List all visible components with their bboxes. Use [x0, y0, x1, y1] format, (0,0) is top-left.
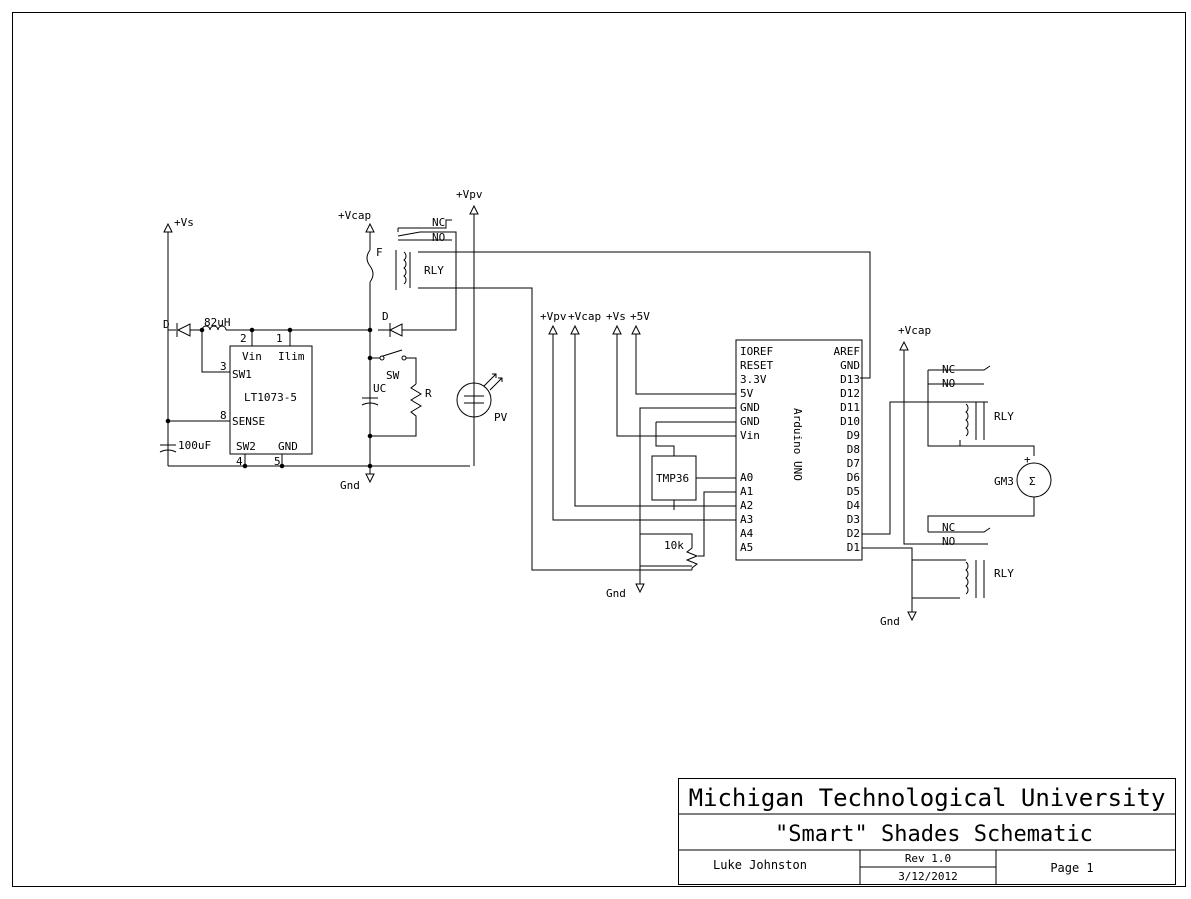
pin-num-1: 1: [276, 332, 283, 345]
author-name: Luke Johnston: [713, 858, 807, 872]
pin-num-4: 4: [236, 455, 243, 468]
vs-label-2: +Vs: [606, 310, 626, 323]
page-number: Page 1: [1050, 861, 1093, 875]
arduino-pin-left: A4: [740, 527, 754, 540]
relay-3-label: RLY: [994, 567, 1014, 580]
arduino-pin-right: D11: [840, 401, 860, 414]
vcap-label-3: +Vcap: [898, 324, 931, 337]
relay-3-nc: NC: [942, 521, 955, 534]
diode-2-label: D: [382, 310, 389, 323]
arduino-pin-left: 5V: [740, 387, 754, 400]
arduino-pin-left: A0: [740, 471, 753, 484]
arduino-label: Arduino UNO: [791, 408, 804, 481]
arduino-pin-right: D8: [847, 443, 860, 456]
arduino-pin-right: D1: [847, 541, 860, 554]
regulator-section: [159, 204, 871, 571]
motor-label: GM3: [994, 475, 1014, 488]
pin-num-2: 2: [240, 332, 247, 345]
arduino-pin-right: AREF: [834, 345, 861, 358]
v5-label: +5V: [630, 310, 650, 323]
relay-2-nc: NC: [942, 363, 955, 376]
arduino-pin-right: D5: [847, 485, 860, 498]
relay-2-no: NO: [942, 377, 955, 390]
arduino-left-pins: IOREF RESET 3.3V 5V GND GND Vin A0 A1 A2…: [740, 345, 773, 554]
motor-plus: +: [1024, 453, 1031, 466]
switch-label: SW: [386, 369, 400, 382]
arduino-pin-right: D7: [847, 457, 860, 470]
arduino-pin-right: D3: [847, 513, 860, 526]
arduino-pin-left: 3.3V: [740, 373, 767, 386]
pin-ilim-label: Ilim: [278, 350, 305, 363]
labels: +Vs +Vcap +Vpv D 82uH 100uF LT1073-5 Vin…: [163, 188, 1165, 883]
pv-label: PV: [494, 411, 508, 424]
gnd-label-3: Gnd: [880, 615, 900, 628]
relay-1-label: RLY: [424, 264, 444, 277]
motor-symbol: Σ: [1029, 475, 1036, 488]
arduino-pin-right: D6: [847, 471, 860, 484]
arduino-pin-right: D9: [847, 429, 860, 442]
gnd-label-1: Gnd: [340, 479, 360, 492]
arduino-pin-left: RESET: [740, 359, 773, 372]
title-block: [678, 778, 1176, 885]
arduino-pin-left: GND: [740, 401, 760, 414]
vcap-label-1: +Vcap: [338, 209, 371, 222]
relay-3-no: NO: [942, 535, 955, 548]
tmp36-label: TMP36: [656, 472, 689, 485]
gnd-label-2: Gnd: [606, 587, 626, 600]
inductor-label: 82uH: [204, 316, 231, 329]
sheet-border: [12, 12, 1186, 887]
fuse-label: F: [376, 246, 383, 259]
pin-num-5: 5: [274, 455, 281, 468]
pin-num-3: 3: [220, 360, 227, 373]
diode-1-label: D: [163, 318, 170, 331]
cap-100uf-label: 100uF: [178, 439, 211, 452]
revision-date: 3/12/2012: [898, 870, 958, 883]
vcap-label-2: +Vcap: [568, 310, 601, 323]
vs-label: +Vs: [174, 216, 194, 229]
pin-sw1-label: SW1: [232, 368, 252, 381]
pin-vin-label: Vin: [242, 350, 262, 363]
pot-label: 10k: [664, 539, 684, 552]
arduino-pin-left: GND: [740, 415, 760, 428]
relay-1-nc: NC: [432, 216, 445, 229]
pin-gnd-label: GND: [278, 440, 298, 453]
arduino-pin-right: D2: [847, 527, 860, 540]
arduino-pin-left: A1: [740, 485, 753, 498]
arduino-pin-right: D12: [840, 387, 860, 400]
arduino-pin-right: GND: [840, 359, 860, 372]
pin-sw2-label: SW2: [236, 440, 256, 453]
vpv-label-2: +Vpv: [540, 310, 567, 323]
pin-sense-label: SENSE: [232, 415, 265, 428]
arduino-pin-right: D13: [840, 373, 860, 386]
arduino-section: [548, 324, 988, 612]
institution-name: Michigan Technological University: [689, 784, 1166, 812]
motor-section: [365, 340, 1052, 622]
relay-2-label: RLY: [994, 410, 1014, 423]
pin-num-8: 8: [220, 409, 227, 422]
arduino-pin-left: Vin: [740, 429, 760, 442]
arduino-pin-left: A5: [740, 541, 753, 554]
vpv-label-1: +Vpv: [456, 188, 483, 201]
arduino-pin-right: D10: [840, 415, 860, 428]
relay-1-no: NO: [432, 231, 445, 244]
arduino-right-pins: AREF GND D13 D12 D11 D10 D9 D8 D7 D6 D5 …: [834, 345, 861, 554]
arduino-pin-left: IOREF: [740, 345, 773, 358]
arduino-pin-left: A2: [740, 499, 753, 512]
arduino-pin-right: D4: [847, 499, 861, 512]
resistor-label: R: [425, 387, 432, 400]
ucap-label: UC: [373, 382, 386, 395]
regulator-label: LT1073-5: [244, 391, 297, 404]
schematic-title: "Smart" Shades Schematic: [775, 822, 1093, 847]
arduino-pin-left: A3: [740, 513, 753, 526]
revision: Rev 1.0: [905, 852, 951, 865]
